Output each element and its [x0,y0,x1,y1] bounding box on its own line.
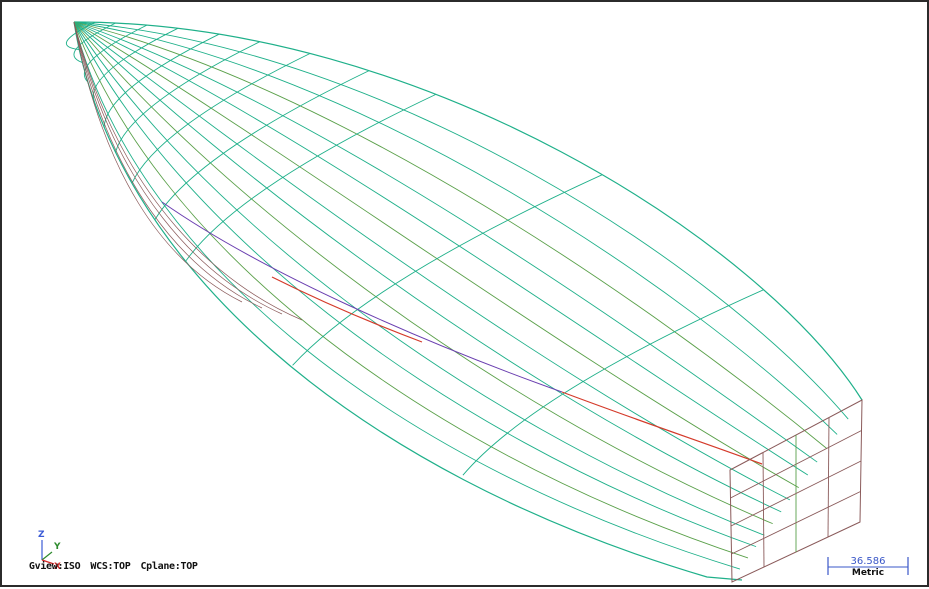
axis-z-label: Z [38,530,45,540]
scale-value: 36.586 [850,556,886,567]
station-curve [66,21,96,50]
bow-inner-curve [73,21,283,315]
axis-triad-icon [41,540,55,565]
station-curve [73,22,116,64]
transom-horizontal [731,491,861,555]
station-curve [83,24,148,83]
waterline-curve [73,21,741,570]
view-status-bar: Gview:ISO WCS:TOP Cplane:TOP [6,550,208,583]
bow-inner-curve [73,21,263,309]
view-triad: Z Y X [30,530,70,574]
waterline-curve [73,21,799,488]
transom-horizontal [730,460,862,527]
waterline-curve [73,21,749,559]
waterline-curve [73,21,765,536]
scale-bar-icon [827,557,909,575]
gview-status[interactable]: Gview:ISO [28,561,81,572]
chine-line [561,391,763,465]
station-curve [292,174,603,366]
waterline-curve [73,21,818,463]
station-curve [462,289,764,476]
chine-line [271,276,423,343]
transom-outline [729,399,863,583]
scale-unit: Metric [851,568,885,578]
wcs-status[interactable]: WCS:TOP [90,561,131,572]
waterline-curve [73,21,828,449]
waterline-curve [73,21,791,501]
station-curve [103,33,220,127]
station-curve [131,53,311,184]
waterline-curve [73,21,773,525]
waterline-curve [73,21,809,476]
waterline-curve [73,21,849,420]
station-curve [185,93,437,261]
station-curve [115,41,260,153]
transom-vertical [827,417,830,538]
waterline-curve [73,21,838,435]
keel-line [73,21,743,581]
axis-x-label: X [54,562,61,572]
cplane-status[interactable]: Cplane:TOP [140,561,198,572]
station-curve [154,70,370,220]
chine-line [161,201,563,393]
sheer-line [73,21,863,401]
waterline-curve [73,21,782,513]
scale-indicator: 36.586 Metric [826,555,910,579]
waterline-curve [73,21,757,548]
axis-y-label: Y [54,542,61,552]
bow-inner-curve [73,21,243,303]
bow-inner-curve [73,21,303,321]
